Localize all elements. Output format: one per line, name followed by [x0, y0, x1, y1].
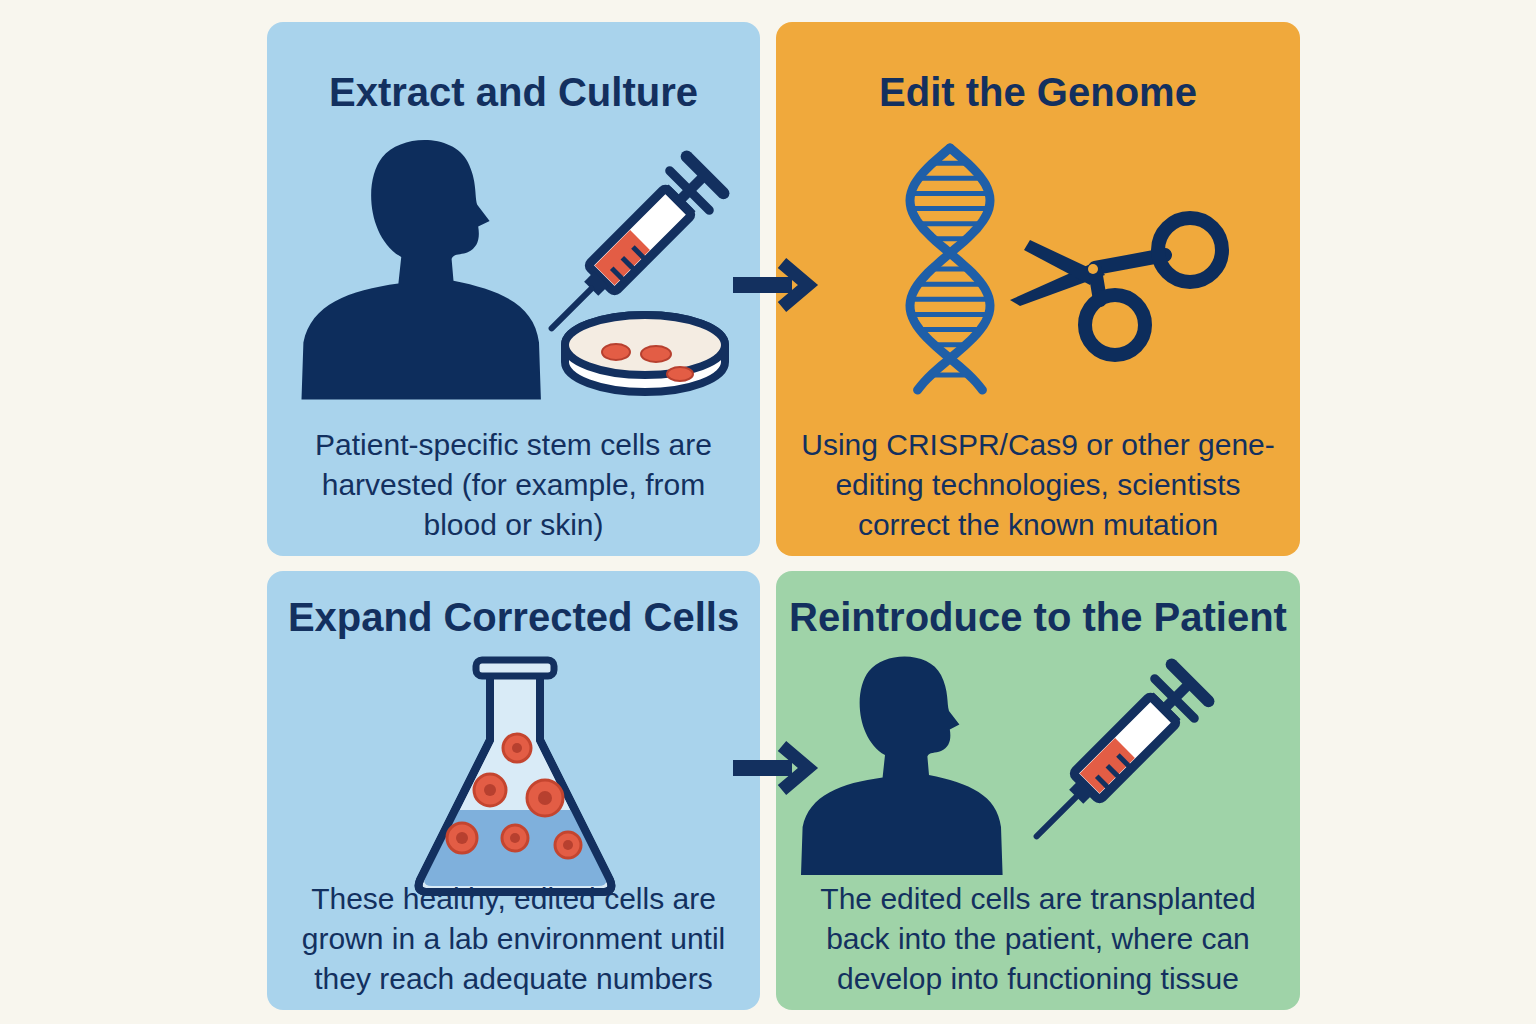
- step-heading: Extract and Culture: [277, 68, 750, 116]
- step-heading: Reintroduce to the Patient: [786, 593, 1290, 641]
- dna-rung: [933, 236, 966, 241]
- step-panel: Expand Corrected CellsThese healthy, edi…: [267, 571, 760, 1010]
- step-panel: Extract and CulturePatient-specific stem…: [267, 22, 760, 556]
- dna-rung: [933, 161, 968, 166]
- step-panel: Edit the GenomeUsing CRISPR/Cas9 or othe…: [776, 22, 1300, 556]
- step-description: The edited cells are transplanted back i…: [796, 879, 1280, 999]
- dna-rung: [911, 206, 989, 211]
- dna-rung: [911, 191, 989, 196]
- dna-rung: [911, 312, 988, 317]
- dna-rung: [932, 267, 968, 272]
- step-heading: Edit the Genome: [786, 68, 1290, 116]
- flow-arrow: [733, 746, 808, 790]
- dna-rung: [934, 342, 966, 347]
- flow-arrow: [733, 263, 808, 307]
- dna-rung: [931, 372, 969, 377]
- dna-strand: [910, 148, 990, 390]
- dna-strand: [910, 148, 990, 390]
- dna-rung: [920, 327, 981, 332]
- step-description: These healthy, edited cells are grown in…: [287, 879, 740, 999]
- step-description: Using CRISPR/Cas9 or other gene-editing …: [796, 425, 1280, 545]
- dna-rung: [911, 297, 989, 302]
- step-description: Patient-specific stem cells are harveste…: [287, 425, 740, 545]
- step-panel: Reintroduce to the PatientThe edited cel…: [776, 571, 1300, 1010]
- step-heading: Expand Corrected Cells: [277, 593, 750, 641]
- dna-rung: [918, 282, 982, 287]
- dna-rung: [919, 176, 982, 181]
- dna-rung: [919, 221, 981, 226]
